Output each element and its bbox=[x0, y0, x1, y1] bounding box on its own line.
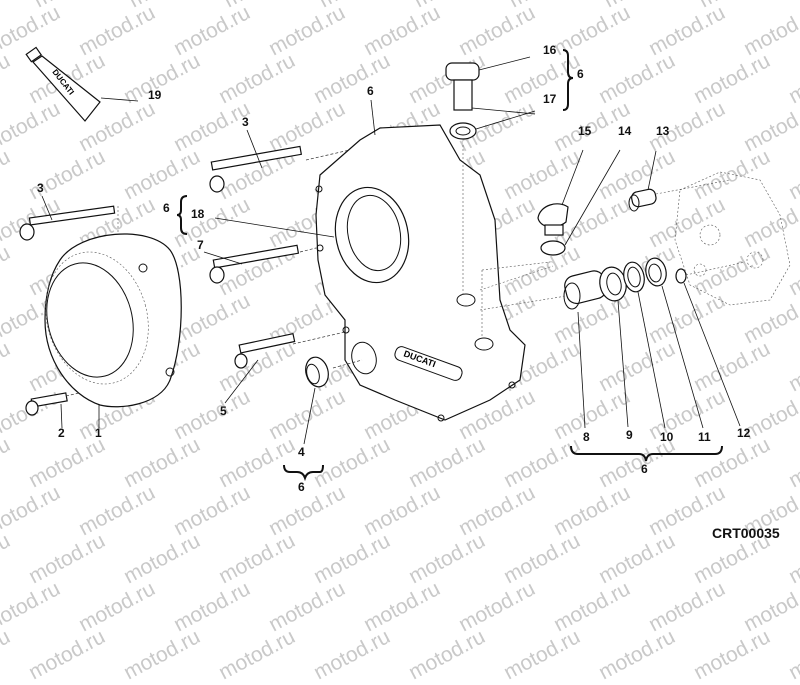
seal-9-icon bbox=[599, 266, 629, 428]
callout-18: 18 bbox=[191, 207, 205, 221]
callout-15: 15 bbox=[578, 124, 592, 138]
engine-case-outline bbox=[674, 171, 791, 306]
screw-16-icon bbox=[445, 56, 536, 115]
diagram-code: CRT00035 bbox=[712, 525, 780, 541]
callout-3b: 3 bbox=[37, 181, 44, 195]
bracket-8-11 bbox=[570, 445, 723, 462]
bracket-16-17 bbox=[562, 49, 574, 111]
watermark-text: motod.ru bbox=[0, 625, 14, 685]
circlip-11-icon bbox=[645, 257, 704, 429]
callout-6e: 6 bbox=[641, 462, 648, 476]
callout-5: 5 bbox=[220, 404, 227, 418]
seal-part-4 bbox=[303, 356, 363, 445]
callout-6a: 6 bbox=[367, 84, 374, 98]
o-ring-14-icon bbox=[479, 149, 621, 291]
callout-19: 19 bbox=[148, 88, 162, 102]
plug-15-icon bbox=[537, 149, 584, 236]
callout-4: 4 bbox=[298, 445, 305, 459]
ring-10-icon bbox=[623, 261, 666, 429]
bolt-3-left-icon bbox=[19, 195, 119, 272]
grease-tube-icon: DUCATI bbox=[25, 46, 139, 122]
callout-6c: 6 bbox=[577, 67, 584, 81]
callout-16: 16 bbox=[543, 43, 557, 57]
o-ring-12-icon bbox=[675, 261, 746, 427]
bracket-4 bbox=[283, 464, 324, 482]
watermark-text: motod.ru bbox=[785, 625, 800, 685]
callout-17: 17 bbox=[543, 92, 557, 106]
callout-14: 14 bbox=[618, 124, 632, 138]
callout-3a: 3 bbox=[242, 115, 249, 129]
callout-12: 12 bbox=[737, 426, 751, 440]
callout-7: 7 bbox=[197, 238, 204, 252]
dowel-13-icon bbox=[628, 150, 731, 212]
callout-10: 10 bbox=[660, 430, 674, 444]
bushing-8-icon bbox=[479, 270, 607, 429]
washer-17-icon bbox=[449, 110, 536, 140]
bolt-7-icon bbox=[203, 244, 317, 284]
watermark-text: motod.ru bbox=[690, 625, 774, 685]
watermark-text: motod.ru bbox=[120, 625, 204, 685]
bracket-18 bbox=[176, 195, 188, 235]
callout-8: 8 bbox=[583, 430, 590, 444]
bolt-3-upper-icon bbox=[209, 129, 381, 193]
watermark-text: motod.ru bbox=[215, 625, 299, 685]
callout-13: 13 bbox=[656, 124, 670, 138]
watermark-text: motod.ru bbox=[500, 625, 584, 685]
callout-9: 9 bbox=[626, 428, 633, 442]
round-cover-part-1 bbox=[44, 233, 182, 428]
watermark-text: motod.ru bbox=[595, 625, 679, 685]
bolt-2-icon bbox=[25, 371, 171, 429]
watermark-text: motod.ru bbox=[310, 625, 394, 685]
callout-11: 11 bbox=[698, 430, 711, 444]
callout-6d: 6 bbox=[298, 480, 305, 494]
callout-1: 1 bbox=[95, 426, 102, 440]
bolt-5-icon bbox=[224, 331, 346, 404]
watermark-text: motod.ru bbox=[25, 625, 109, 685]
main-cover-housing: DUCATI bbox=[214, 99, 551, 422]
watermark-text: motod.ru bbox=[405, 625, 489, 685]
callout-6b: 6 bbox=[163, 201, 170, 215]
parts-drawing: DUCATI bbox=[19, 46, 791, 482]
callout-2: 2 bbox=[58, 426, 65, 440]
